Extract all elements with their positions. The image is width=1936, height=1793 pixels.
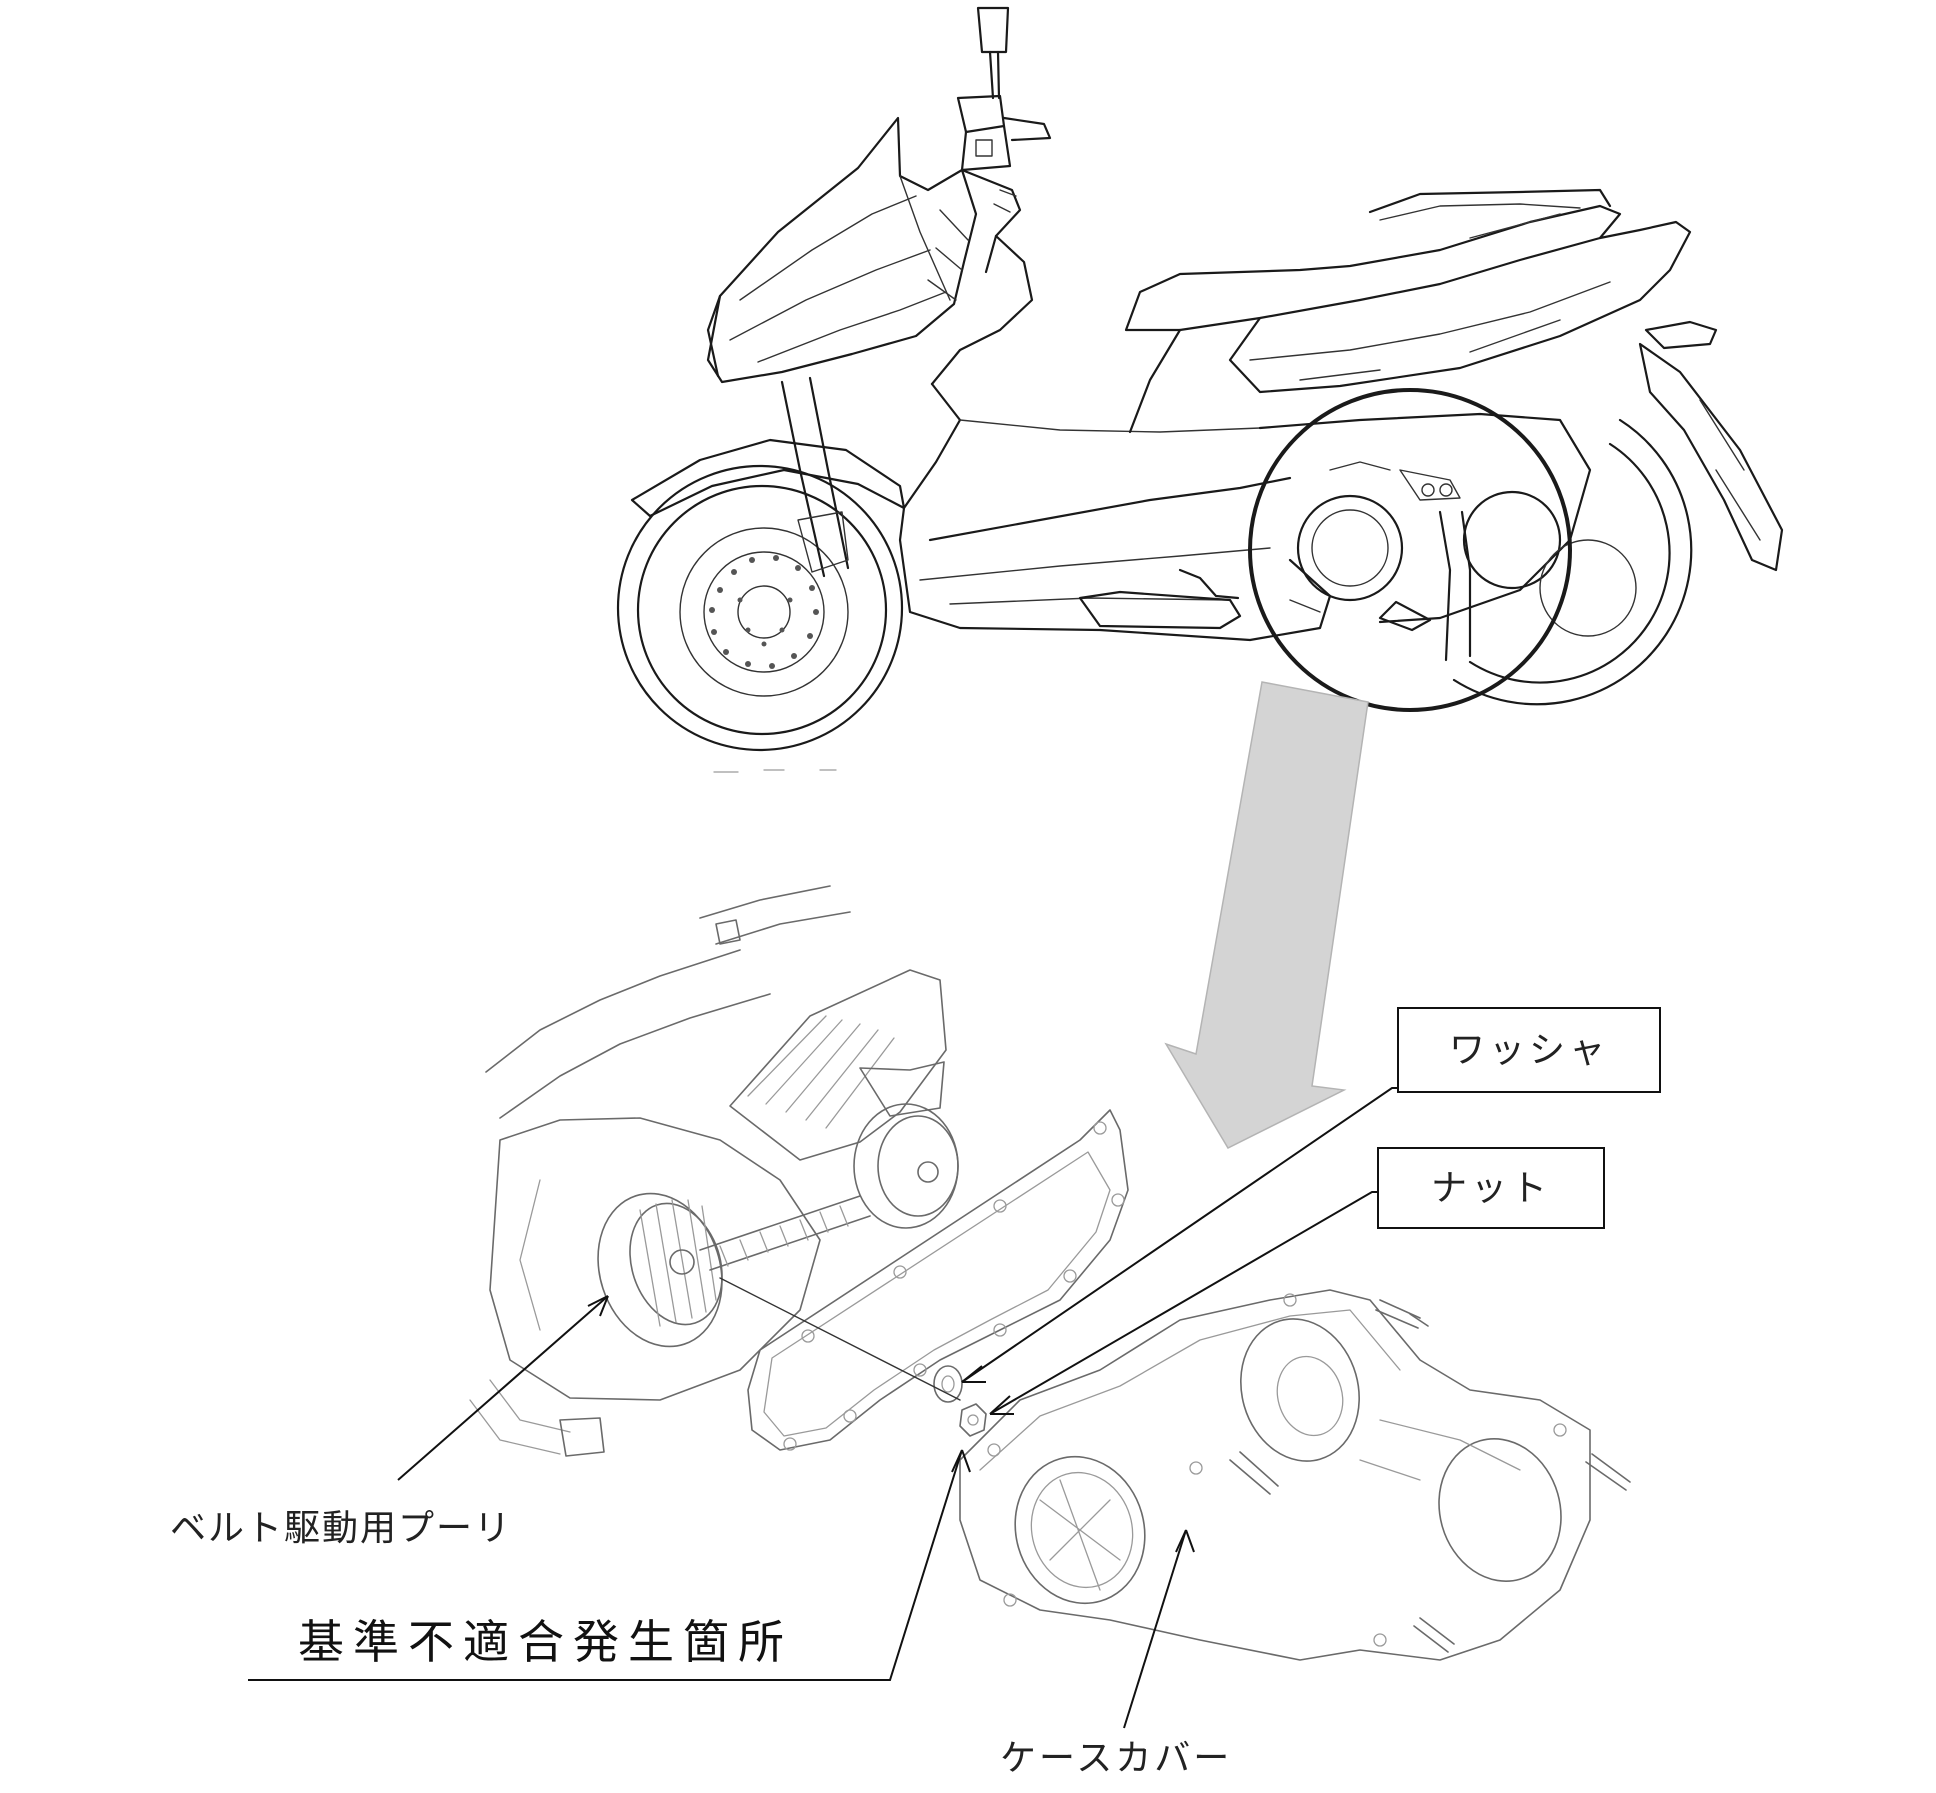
case-cover-label: ケースカバー <box>1000 1738 1232 1779</box>
nut-label: ナット <box>1377 1147 1605 1229</box>
scooter-illustration <box>616 6 1784 773</box>
defect-location-label: 基準不適合発生箇所 <box>298 1615 793 1669</box>
belt-drive-pulley <box>597 1192 723 1348</box>
ground-marks <box>713 769 837 773</box>
nut-part <box>959 1403 987 1437</box>
handlebar <box>956 94 1052 172</box>
washer-label-box <box>1397 1007 1661 1093</box>
zoom-circle <box>1248 388 1572 712</box>
engine-unit <box>1258 412 1592 662</box>
mirror <box>976 6 1010 100</box>
leader-lines <box>248 1087 1398 1729</box>
case-cover <box>959 1289 1591 1661</box>
front-fairing <box>706 116 1034 386</box>
nut-label-box <box>1377 1147 1605 1229</box>
pulley-label: ベルト駆動用プーリ <box>170 1508 512 1549</box>
front-wheel <box>616 376 906 752</box>
nut-label-text: ナット <box>1431 1168 1551 1209</box>
zoom-callout-arrow <box>1164 681 1369 1149</box>
case-gasket <box>747 1109 1129 1451</box>
brake-disc-holes <box>709 555 819 669</box>
rear-wheel <box>1452 418 1693 706</box>
exploded-engine-view <box>469 885 1631 1661</box>
washer-label-text: ワッシャ <box>1449 1030 1609 1071</box>
washer-label: ワッシャ <box>1397 1007 1661 1093</box>
scooter-body <box>898 188 1784 642</box>
washer-part <box>933 1365 963 1403</box>
case-bolts <box>1229 1299 1631 1653</box>
